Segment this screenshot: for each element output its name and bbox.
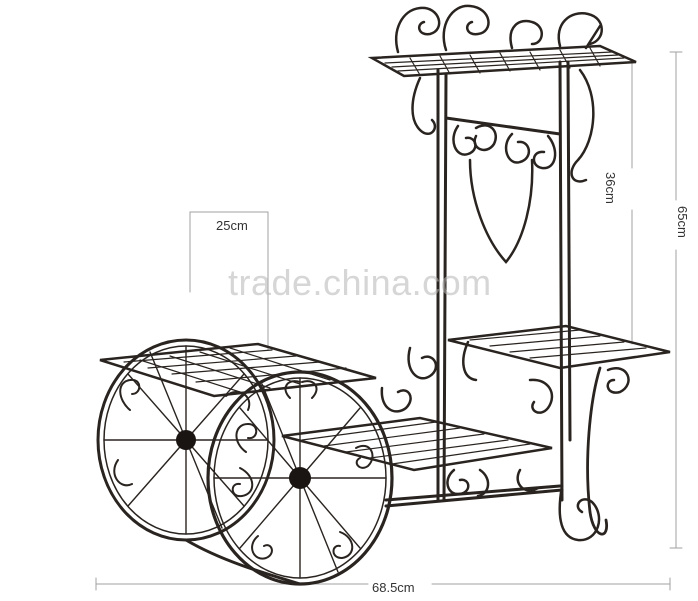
wheel-hubs: [176, 430, 311, 489]
top-width-label: 25cm: [216, 218, 248, 233]
top-scrolls: [395, 4, 603, 54]
base-frame: [184, 488, 564, 586]
upper-height-label: 36cm: [603, 172, 618, 204]
total-height-label: 65cm: [675, 206, 690, 238]
bottom-shelf: [281, 346, 601, 542]
top-shelf: [367, 44, 637, 78]
dimension-lines: [95, 51, 683, 591]
total-width-label: 68.5cm: [372, 580, 415, 595]
watermark-text: trade.china.com: [228, 262, 492, 303]
posts: [436, 60, 572, 502]
hanging-scrolls: [411, 68, 595, 264]
